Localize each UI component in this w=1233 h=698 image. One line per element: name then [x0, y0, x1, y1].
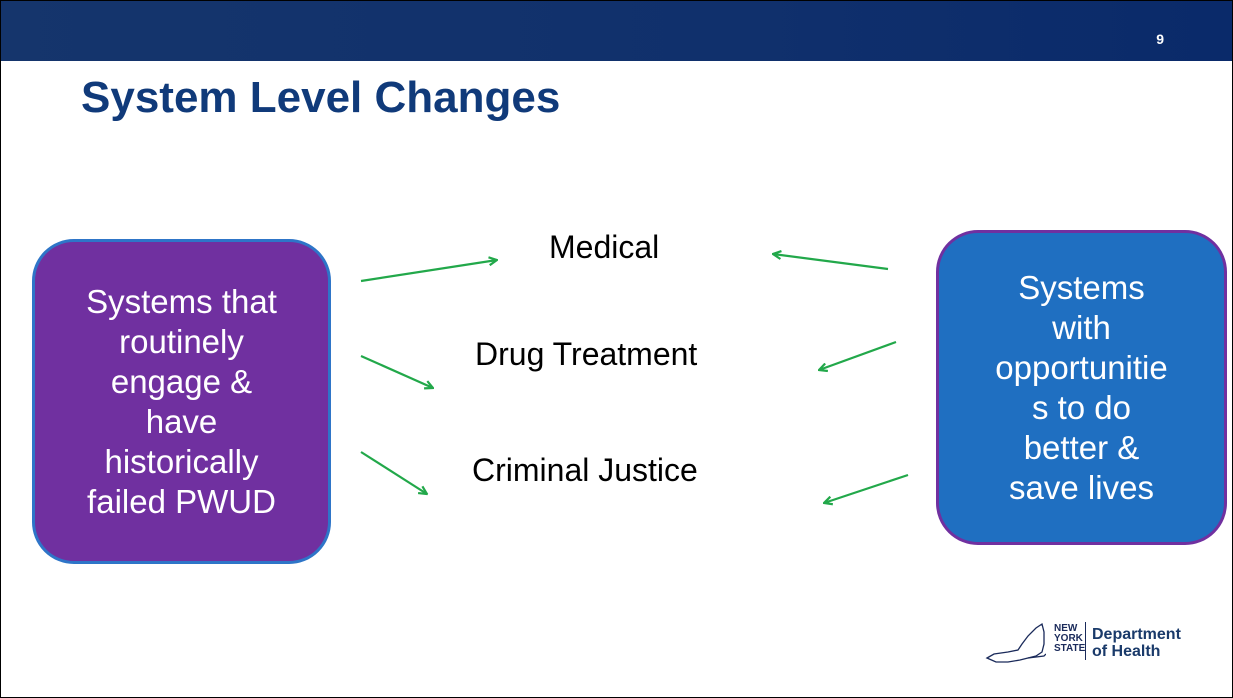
left-box-line: routinely [119, 322, 244, 360]
right-box-line: save lives [1009, 468, 1154, 506]
arrow-left-to-medical [360, 260, 497, 283]
left-box-line: failed PWUD [87, 482, 276, 520]
left-box-line: have [145, 402, 218, 440]
drug-treatment-label: Drug Treatment [475, 336, 698, 372]
new-york-state-outline-icon [985, 622, 1046, 663]
right-box-line: with [1052, 308, 1111, 346]
logo-state-line: YORK [1054, 633, 1083, 644]
logo-department-text: Department of Health [1092, 626, 1181, 660]
medical-label: Medical [549, 229, 660, 265]
logo-dept-line: Department [1092, 626, 1181, 643]
nys-department-of-health-logo: NEW YORK STATE Department of Health [984, 618, 1194, 666]
right-box-line: better & [1023, 428, 1140, 466]
arrow-right-to-medical [773, 254, 889, 271]
left-box-line: engage & [110, 362, 253, 400]
logo-dept-line: of Health [1092, 643, 1161, 660]
logo-divider [1085, 622, 1086, 660]
logo-state-line: NEW [1054, 623, 1078, 634]
arrow-left-to-drug-treatment [360, 354, 433, 388]
right-box-line: opportunitie [995, 348, 1168, 386]
right-box-line: Systems [1018, 268, 1145, 306]
left-systems-box: Systems that routinely engage & have his… [32, 239, 331, 564]
slide-title: System Level Changes [81, 73, 561, 122]
right-systems-box: Systems with opportunitie s to do better… [936, 230, 1227, 545]
criminal-justice-label: Criminal Justice [472, 452, 698, 488]
logo-state-line: STATE [1054, 643, 1086, 654]
arrow-right-to-drug-treatment [819, 340, 897, 370]
right-box-line: s to do [1031, 388, 1132, 426]
page-number: 9 [1156, 31, 1164, 47]
left-box-line: Systems that [86, 282, 277, 320]
header-bar: 9 [1, 1, 1232, 61]
arrow-right-to-criminal-justice [824, 473, 909, 503]
arrow-left-to-criminal-justice [360, 451, 427, 494]
left-box-line: historically [104, 442, 259, 480]
